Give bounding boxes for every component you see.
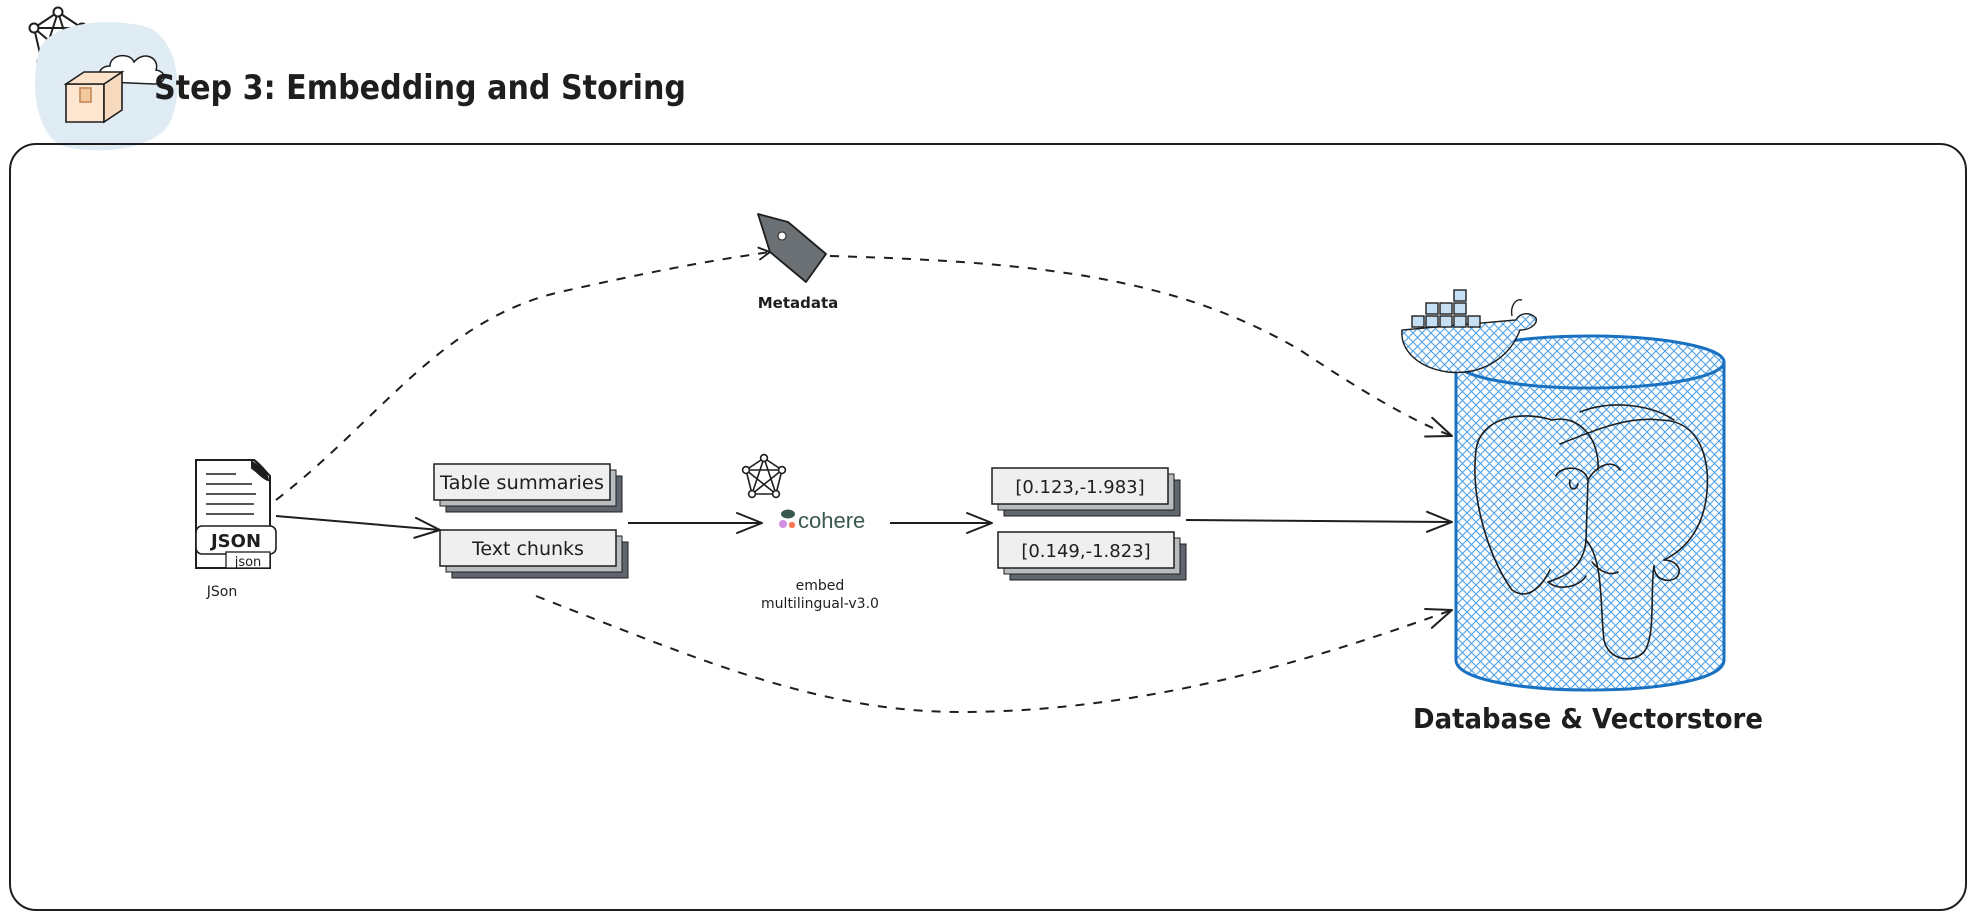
json-label: JSon [206,584,237,600]
database-cylinder-icon [1454,334,1726,692]
cohere-brand: cohere [798,508,865,533]
arrow-json-to-metadata [275,246,771,501]
header: Step 3: Embedding and Storing [28,6,686,151]
text-chunks-label: Text chunks [471,538,584,560]
connectors [275,246,1453,714]
docker-whale-icon [1401,289,1537,374]
embed-caption-line2: multilingual-v3.0 [761,596,879,612]
chunk-card-table-summaries: Table summaries [433,463,623,513]
json-badge: JSON [209,531,261,552]
arrow-chunks-to-store [535,595,1453,714]
metadata-node: Metadata [757,213,839,312]
main-frame [9,143,1967,911]
json-source: JSON json JSon [195,459,277,600]
vector-card-2: [0.149,-1.823] [997,531,1187,581]
tag-icon [757,213,827,283]
page-title: Step 3: Embedding and Storing [154,68,686,108]
cohere-embedder: cohere embed multilingual-v3.0 [741,453,879,612]
arrow-metadata-to-store [829,255,1453,438]
vector-1-label: [0.123,-1.983] [1015,477,1144,498]
package-box-icon [63,70,125,124]
arrow-json-to-chunks [275,515,441,539]
vector-2-label: [0.149,-1.823] [1021,541,1150,562]
database-vectorstore: Database & Vectorstore [1401,289,1763,735]
embed-caption-line1: embed [796,578,845,594]
json-subbadge: json [234,555,262,570]
database-label: Database & Vectorstore [1413,702,1763,735]
network-icon-small [741,453,787,499]
table-summaries-label: Table summaries [439,472,604,494]
metadata-label: Metadata [758,294,839,312]
chunk-card-text-chunks: Text chunks [439,529,629,579]
cohere-logo-icon [779,509,796,529]
vector-card-1: [0.123,-1.983] [991,467,1181,517]
arrow-vectors-to-store [1185,510,1453,533]
postgres-elephant-icon [1474,404,1709,660]
